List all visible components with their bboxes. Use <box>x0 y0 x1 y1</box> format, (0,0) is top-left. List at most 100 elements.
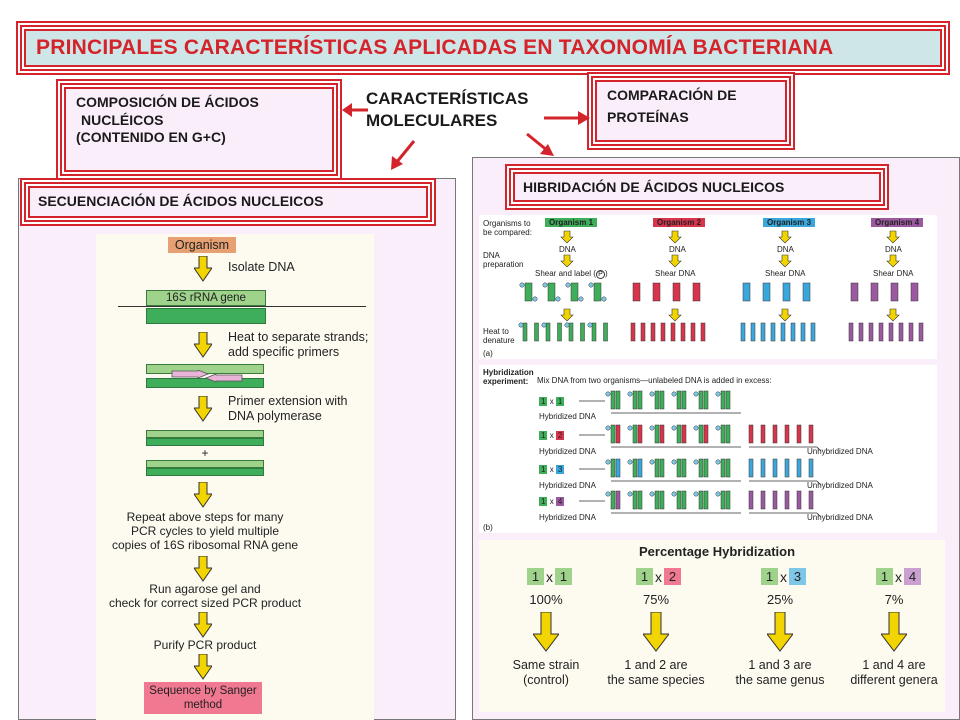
dna-fragment <box>725 424 731 444</box>
gc-line2: NUCLÉICOS <box>81 111 164 128</box>
label-dot <box>715 391 721 397</box>
dna-fragment <box>748 458 754 478</box>
dna-fragment <box>603 322 608 342</box>
exp-line2: experiment: <box>483 377 529 387</box>
dna-fragment <box>632 424 638 444</box>
pct-conclusion-4: 1 and 4 are different genera <box>839 658 949 688</box>
dna-fragment <box>681 424 687 444</box>
isolate-dna-text: Isolate DNA <box>228 260 295 274</box>
dna-fragment <box>593 282 602 302</box>
label-dot <box>671 425 677 431</box>
dna-fragment <box>748 424 754 444</box>
dna-fragment <box>698 490 704 510</box>
label-dot <box>715 425 721 431</box>
dna-fragment <box>615 390 621 410</box>
conclusion-line1: 1 and 3 are <box>748 658 812 672</box>
dna-fragment <box>725 458 731 478</box>
small-arrow-icon <box>668 254 682 268</box>
pair-b: 1 <box>555 397 565 406</box>
dna-fragment <box>659 490 665 510</box>
dna-fragment <box>570 282 579 302</box>
small-arrow-icon <box>886 230 900 244</box>
dna-fragment <box>796 490 802 510</box>
pct-value-2: 75% <box>642 592 670 607</box>
dna-fragment <box>868 322 874 342</box>
dna-fragment <box>659 424 665 444</box>
dna-fragment <box>810 322 816 342</box>
hybridization-strands-diagram <box>579 390 822 518</box>
dna-fragment <box>782 282 791 302</box>
pct-value-4: 7% <box>884 592 904 607</box>
compare-label: Organisms to be compared: <box>483 219 532 237</box>
hybridized-label-3: Hybridized DNA <box>539 481 596 490</box>
pair-x: x <box>549 497 554 506</box>
title-banner: PRINCIPALES CARACTERÍSTICAS APLICADAS EN… <box>20 25 946 71</box>
dna-fragment <box>772 458 778 478</box>
product1-top <box>146 430 264 438</box>
pair-x: x <box>549 431 554 440</box>
label-dot <box>518 322 524 328</box>
prep-line2: preparation <box>483 260 524 270</box>
times-sign: x <box>655 568 662 585</box>
sequencing-flowchart: Organism Isolate DNA 16S rRNA gene Heat … <box>96 234 374 720</box>
dna-fragment <box>808 424 814 444</box>
dna-fragment <box>640 322 646 342</box>
dna-fragment <box>637 390 643 410</box>
dna-fragment <box>698 458 704 478</box>
label-dot <box>532 296 538 302</box>
heat-label: Heat to denature <box>483 327 515 345</box>
step-arrow-icon <box>194 332 212 358</box>
prep-label: DNA preparation <box>483 251 523 269</box>
plus-sign: + <box>201 446 209 460</box>
pct-conclusion-2: 1 and 2 are the same species <box>601 658 711 688</box>
label-dot <box>671 459 677 465</box>
dna-fragment <box>676 424 682 444</box>
label-dot <box>605 391 611 397</box>
prep-line1: DNA <box>483 251 500 260</box>
repeat-line3: copies of 16S ribosomal RNA gene <box>111 538 299 552</box>
down-arrow-icon <box>767 612 793 652</box>
dna-fragment <box>725 390 731 410</box>
dna-fragment <box>654 490 660 510</box>
dna-fragment <box>740 322 746 342</box>
chip-b: 1 <box>555 568 572 585</box>
dna-fragment <box>610 424 616 444</box>
label-dot <box>693 391 699 397</box>
small-arrow-icon <box>778 308 792 322</box>
small-arrow-icon <box>668 308 682 322</box>
page-title: PRINCIPALES CARACTERÍSTICAS APLICADAS EN… <box>36 36 834 59</box>
dna-fragment <box>676 490 682 510</box>
chip-a: 1 <box>761 568 778 585</box>
primer-line1: Primer extension with <box>228 394 348 408</box>
dna-fragment <box>547 282 556 302</box>
label-dot <box>605 425 611 431</box>
dna-fragment <box>632 390 638 410</box>
small-arrow-icon <box>560 308 574 322</box>
bracket-line <box>816 480 822 486</box>
hybridization-box: HIBRIDACIÓN DE ÁCIDOS NUCLEICOS <box>509 168 885 206</box>
label-dot <box>671 491 677 497</box>
dna-fragment <box>568 322 574 342</box>
dna-fragment <box>742 282 751 302</box>
hybridization-prep-figure: Organisms to be compared: DNA preparatio… <box>479 215 937 359</box>
step-arrow-icon <box>194 654 212 680</box>
label-dot <box>588 282 594 288</box>
dna-fragment <box>681 390 687 410</box>
label-dot <box>541 322 547 328</box>
label-dot <box>693 491 699 497</box>
dna-fragment <box>850 282 859 302</box>
down-arrow-icon <box>533 612 559 652</box>
dna-fragment <box>748 490 754 510</box>
unhybridized-label-2: Unhybridized DNA <box>807 447 873 456</box>
pct-value-1: 100% <box>529 592 563 607</box>
dna-fragment <box>632 490 638 510</box>
panel-b-label: (b) <box>483 523 493 532</box>
molecular-line1: CARACTERÍSTICAS <box>366 89 529 108</box>
dna-fragment <box>610 390 616 410</box>
dna-fragment <box>800 322 806 342</box>
dna-fragment <box>654 390 660 410</box>
product2-top <box>146 460 264 468</box>
dna-fragment <box>762 282 771 302</box>
